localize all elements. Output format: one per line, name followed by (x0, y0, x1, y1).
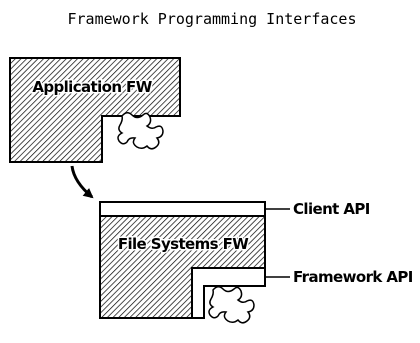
framework-api-label: Framework API (293, 268, 413, 286)
application-framework-label: Application FW (32, 78, 152, 96)
puzzle-piece-icon (208, 286, 255, 324)
application-framework-shape (9, 57, 181, 163)
application-framework-box: Application FW (9, 57, 181, 163)
filesystems-framework-label: File Systems FW (118, 235, 249, 253)
framework-api-band (191, 267, 266, 319)
filesystems-framework-box: File Systems FW (99, 201, 266, 319)
client-api-band (99, 201, 266, 217)
dependency-arrow (70, 165, 94, 199)
client-api-label: Client API (293, 200, 370, 218)
diagram-title: Framework Programming Interfaces (68, 10, 357, 28)
puzzle-piece-icon (117, 112, 164, 150)
